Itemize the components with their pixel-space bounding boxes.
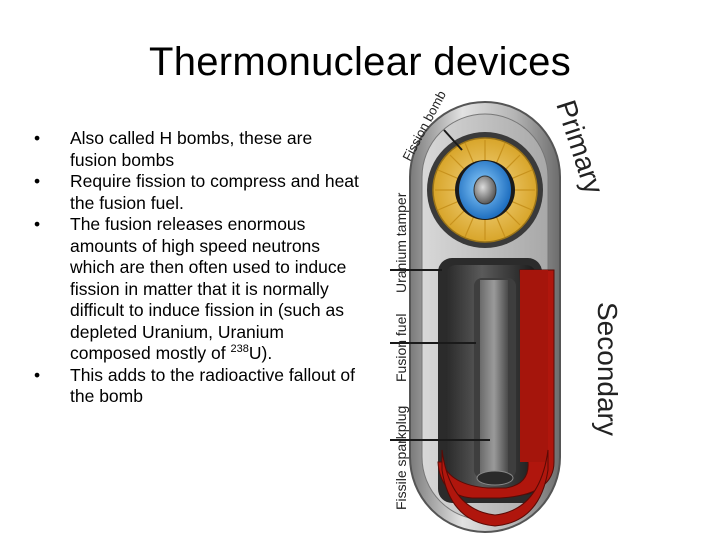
bullet-item: Require fission to compress and heat the… [32, 171, 362, 214]
leader-lines [390, 129, 490, 441]
bullet-item: This adds to the radioactive fallout of … [32, 365, 362, 408]
uranium-tamper-label: Uranium tamper [393, 192, 409, 293]
bullet-item: Also called H bombs, these are fusion bo… [32, 128, 362, 171]
slide-title: Thermonuclear devices [148, 40, 572, 84]
bullet-text: Require fission to compress and heat the… [70, 171, 359, 213]
primary-stage [427, 132, 543, 248]
bullet-text: Also called H bombs, these are fusion bo… [70, 128, 313, 170]
secondary-label: Secondary [592, 302, 623, 436]
thermonuclear-diagram: Primary Secondary Fission bomb Uranium t… [390, 90, 623, 533]
bullet-list: Also called H bombs, these are fusion bo… [32, 128, 362, 408]
isotope-tail: U). [248, 343, 273, 363]
bullet-item: The fusion releases enormous amounts of … [32, 214, 362, 365]
secondary-stage [437, 258, 555, 527]
fissile-sparkplug-label: Fissile sparkplug [393, 406, 409, 510]
fusion-fuel-label: Fusion fuel [393, 314, 409, 382]
bullet-text: This adds to the radioactive fallout of … [70, 364, 356, 407]
isotope-superscript: 238 [230, 343, 249, 356]
bullet-text: The fusion releases enormous amounts of … [70, 214, 347, 363]
